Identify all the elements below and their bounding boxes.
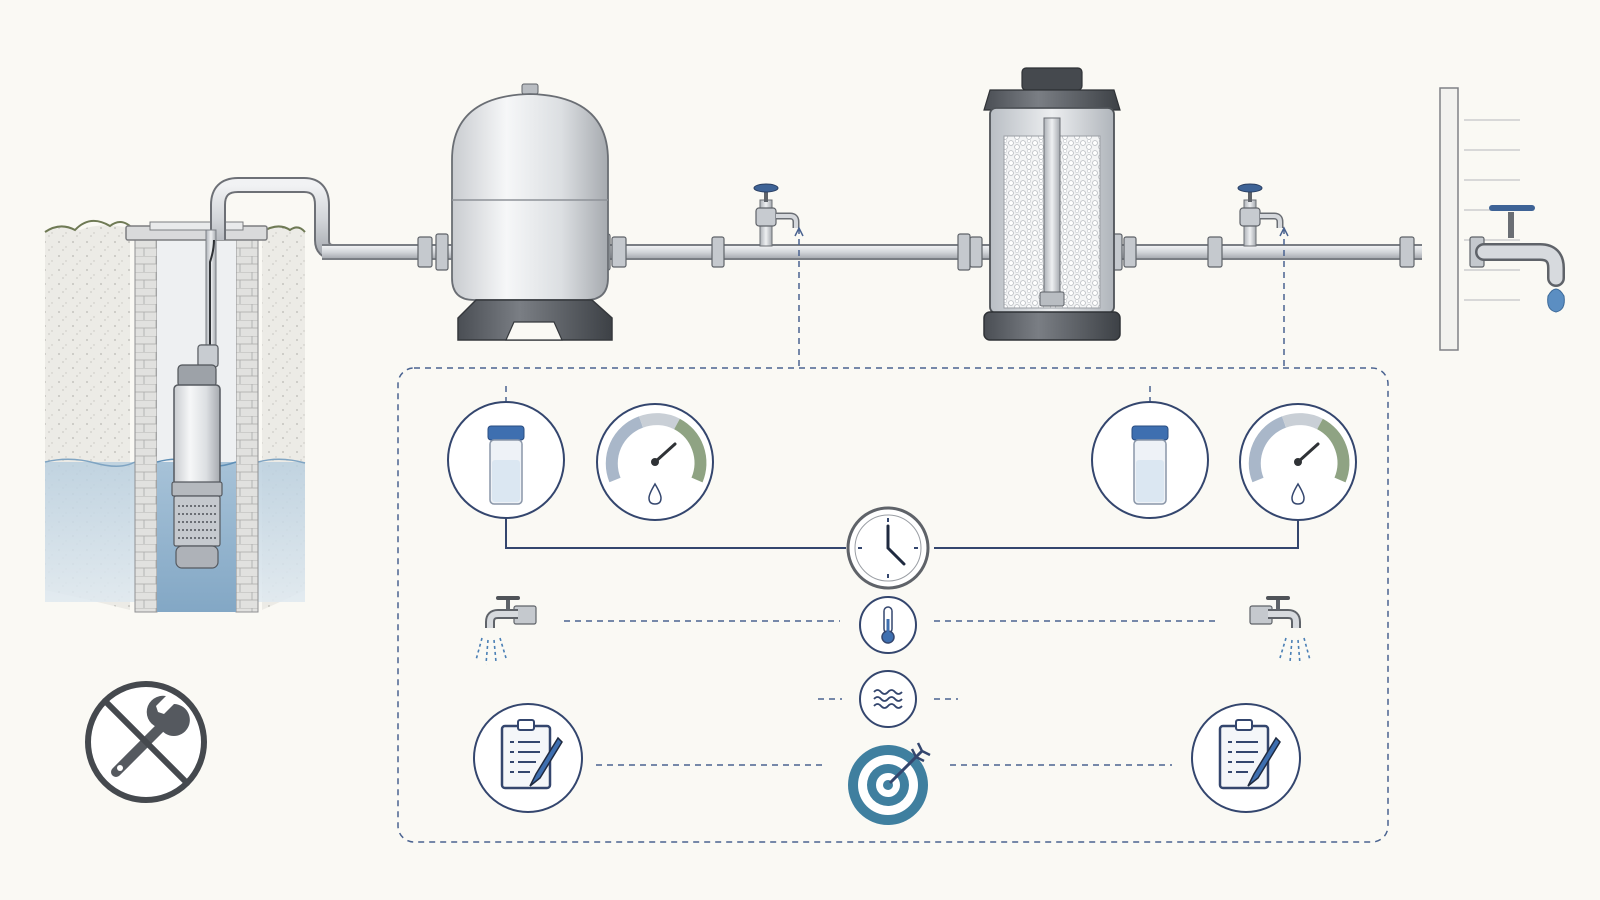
groundwater-left: [45, 462, 135, 602]
grass-right: [261, 225, 306, 233]
water-surface-right: [257, 458, 306, 464]
casing-wall-right: [235, 231, 259, 613]
pressure-tank-icon: [451, 83, 613, 341]
grass-left: [44, 219, 131, 233]
clipboard-icon: [473, 703, 583, 813]
arrow-up-tank-tap: [794, 226, 804, 237]
water-drop-icon: [1547, 288, 1565, 313]
arrow-up-filter-tap: [1279, 226, 1289, 237]
casing-wall-left: [134, 231, 158, 613]
water-waves-icon: [859, 670, 917, 728]
well: [44, 219, 306, 613]
media-filter-icon: [983, 67, 1121, 341]
clipboard-icon: [1191, 703, 1301, 813]
sampling-procedure-panel: [397, 228, 1389, 843]
submersible-pump-icon: [171, 177, 450, 569]
pump-intake: [173, 495, 221, 547]
pressure-gauge-icon: [1239, 403, 1357, 521]
tank-stand: [457, 299, 613, 341]
timeline-connector: [505, 518, 1299, 549]
sample-tap-icon: [1237, 183, 1284, 247]
well-cap-top: [149, 221, 244, 231]
sample-tap-icon: [475, 596, 537, 665]
clock-icon: [846, 506, 930, 590]
house-wall: [1439, 87, 1520, 351]
pump-cable: [209, 239, 215, 350]
faucet-icon: [1469, 205, 1565, 313]
water-surface-left: [44, 458, 136, 467]
target-icon: [848, 742, 931, 825]
sample-tap-icon: [753, 183, 800, 247]
sample-bottle-icon: [1091, 401, 1209, 519]
pump-motor: [173, 384, 221, 486]
sample-tap-icon: [1249, 596, 1311, 665]
groundwater-right: [258, 462, 305, 602]
sample-bottle-icon: [447, 401, 565, 519]
pressure-gauge-icon: [596, 403, 714, 521]
no-wrench-icon: [85, 681, 207, 803]
thermometer-icon: [859, 596, 917, 654]
